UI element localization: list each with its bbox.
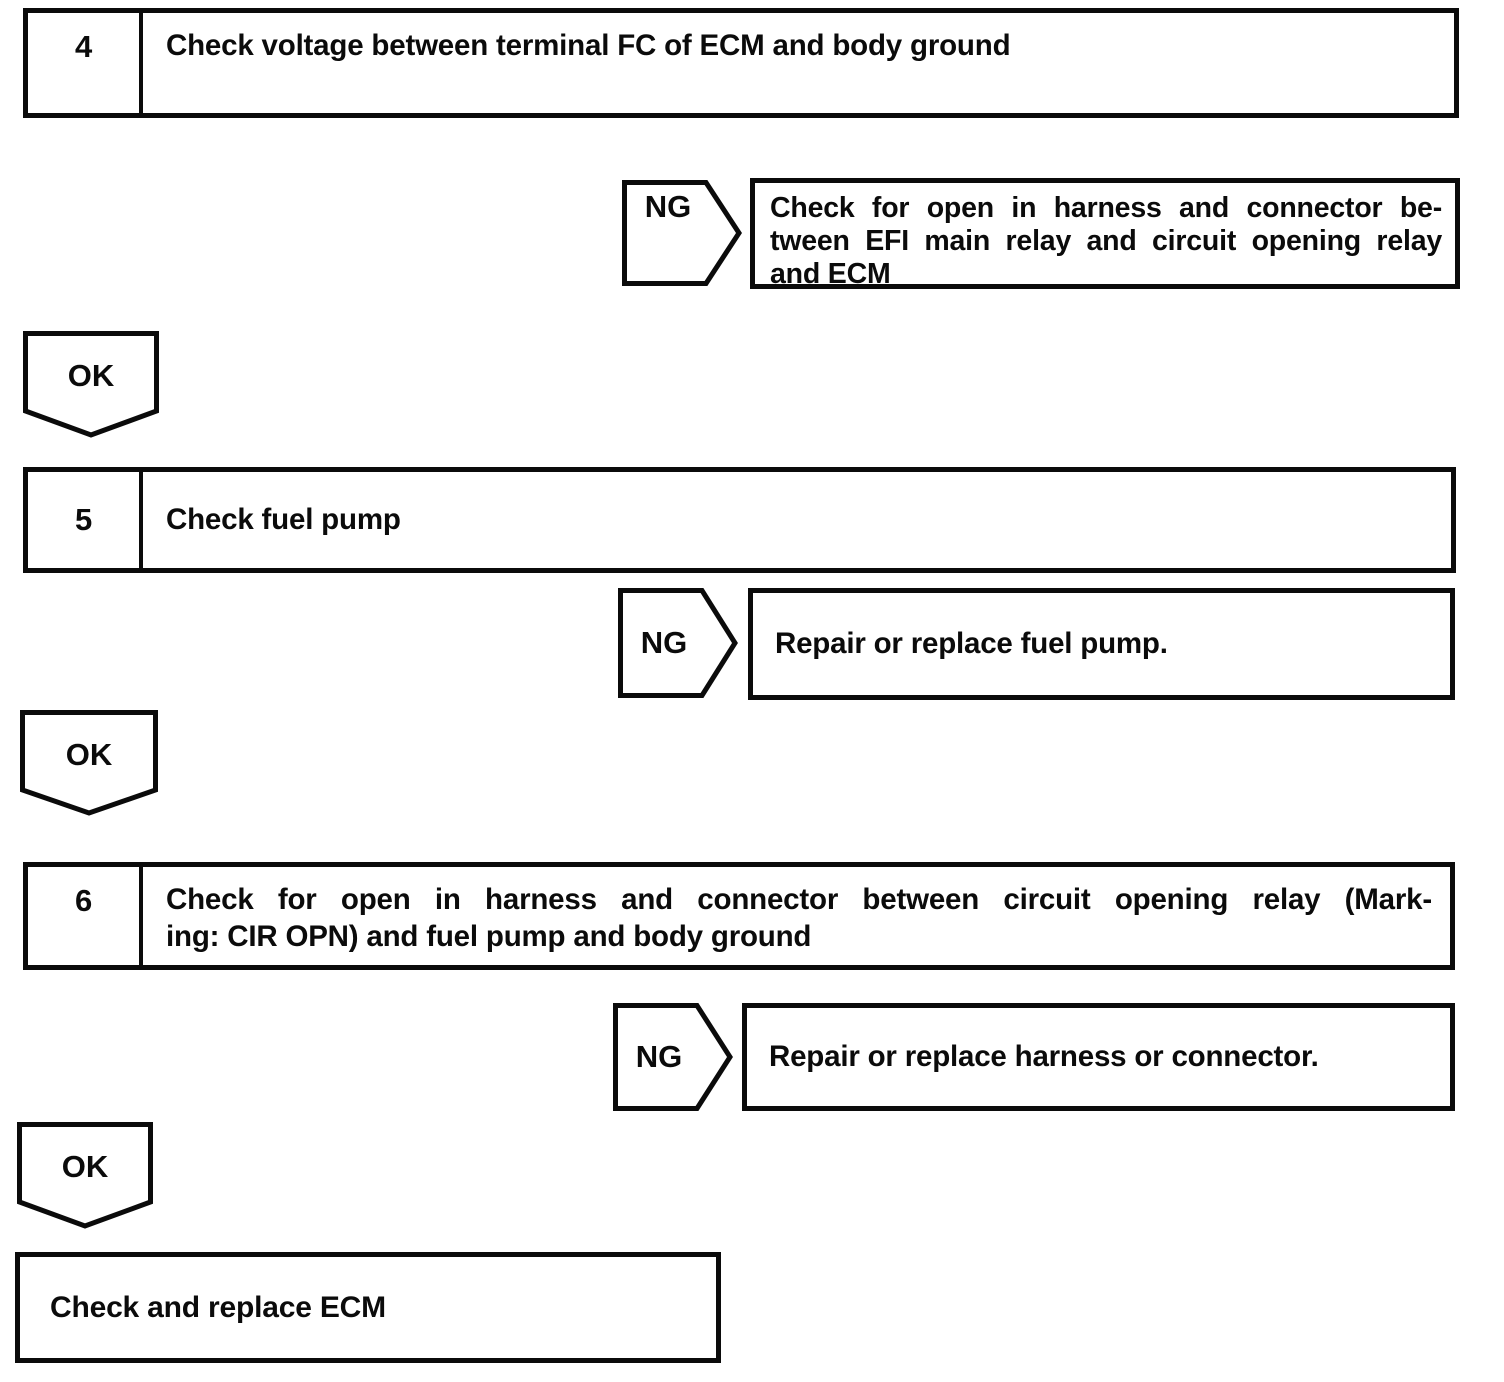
ng-label: NG [644, 189, 692, 224]
ng-result-text: Repair or replace fuel pump. [775, 627, 1168, 660]
ng-result-box-3: Repair or replace harness or connector. [742, 1003, 1455, 1111]
ng-label: NG [640, 625, 688, 660]
ng-arrow-icon [618, 588, 738, 698]
ok-arrow-icon [23, 331, 159, 438]
step-6-number: 6 [28, 867, 143, 965]
ng-arrow-icon [613, 1003, 733, 1111]
ok-pentagon-3: OK [17, 1122, 153, 1229]
final-action-text: Check and replace ECM [50, 1290, 386, 1324]
step-6-title: Check for open in harness and connector … [166, 883, 1432, 953]
ok-pentagon-1: OK [23, 331, 159, 438]
ng-result-text: Check for open in harness and connector … [770, 192, 1442, 290]
ok-label: OK [67, 358, 115, 393]
ng-label: NG [635, 1039, 683, 1074]
step-6-box: 6 Check for open in harness and connecto… [23, 862, 1455, 970]
ng-pentagon-2: NG [618, 588, 738, 698]
ng-result-box-1: Check for open in harness and connector … [750, 178, 1460, 290]
ng-pentagon-3: NG [613, 1003, 733, 1111]
step-5-number: 5 [28, 472, 143, 568]
step-4-box: 4 Check voltage between terminal FC of E… [23, 8, 1459, 118]
step-4-number: 4 [28, 13, 143, 113]
ok-label: OK [65, 737, 113, 772]
ng-result-text: Repair or replace harness or connector. [769, 1040, 1319, 1073]
step-5-box: 5 Check fuel pump [23, 467, 1456, 573]
ng-arrow-icon [622, 180, 742, 286]
ok-label: OK [61, 1149, 109, 1184]
ok-arrow-icon [17, 1122, 153, 1229]
ng-result-box-2: Repair or replace fuel pump. [748, 588, 1455, 700]
final-action-box: Check and replace ECM [15, 1252, 721, 1363]
step-4-title: Check voltage between terminal FC of ECM… [166, 29, 1011, 62]
ok-arrow-icon [20, 710, 158, 816]
step-5-title: Check fuel pump [166, 503, 401, 536]
ng-pentagon-1: NG [622, 180, 742, 286]
ok-pentagon-2: OK [20, 710, 158, 816]
